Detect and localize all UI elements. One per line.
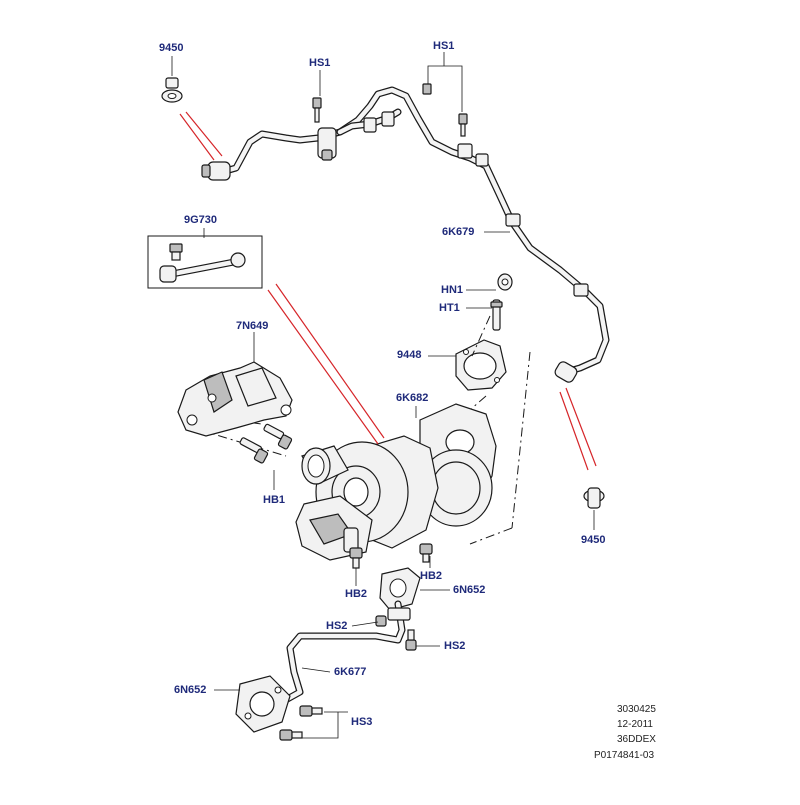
callout-9448: 9448 [397, 349, 422, 361]
callout-hb1: HB1 [263, 494, 286, 506]
callout-9g730: 9G730 [184, 214, 218, 226]
info-code: 3030425 [617, 704, 656, 715]
gasket-9450-bottom [583, 487, 605, 509]
gasket-9448 [455, 339, 507, 391]
alignment-lines [469, 315, 531, 545]
pipe-support-clips [363, 111, 589, 297]
callout-hs3: HS3 [351, 716, 373, 728]
gasket-9450-top [161, 77, 183, 103]
gasket-6n652-upper [379, 567, 421, 611]
callout-hs1-right: HS1 [433, 40, 455, 52]
callout-6n652-upper: 6N652 [453, 584, 486, 596]
callout-hs1-left: HS1 [309, 57, 331, 69]
hs2-clips [375, 615, 417, 651]
callout-6k682: 6K682 [396, 392, 429, 404]
info-illustration-id: P0174841-03 [594, 750, 655, 761]
bracket-7n649 [177, 361, 293, 437]
callout-hb2-left: HB2 [345, 588, 368, 600]
callout-ht1: HT1 [439, 302, 460, 314]
oil-feed-pipe [218, 86, 610, 376]
callout-leaders [171, 52, 595, 739]
hs3-bolts [279, 705, 323, 741]
callout-hn1: HN1 [441, 284, 464, 296]
callout-hb2-right: HB2 [420, 570, 443, 582]
nut-hn1 [497, 273, 513, 291]
info-date: 12-2011 [617, 719, 653, 730]
callout-7n649: 7N649 [236, 320, 269, 332]
red-reference-lines [179, 111, 597, 471]
pipe-end-fitting-right [554, 361, 578, 383]
gasket-6n652-lower [235, 675, 291, 733]
pipe-banjo-fitting [317, 127, 337, 161]
hs1-bolts [312, 83, 468, 137]
pipe-end-fitting-left [201, 161, 231, 181]
stud-ht1 [490, 299, 503, 331]
callout-hs2-right: HS2 [444, 640, 466, 652]
callout-6k679: 6K679 [442, 226, 475, 238]
callout-hs2-left: HS2 [326, 620, 348, 632]
info-engine: 36DDEX [617, 734, 656, 745]
callout-9450-top: 9450 [159, 42, 184, 54]
callout-6k677: 6K677 [334, 666, 367, 678]
callout-9450-bottom: 9450 [581, 534, 606, 546]
kit-9g730-box [147, 235, 263, 289]
hb1-bolts [239, 423, 293, 464]
callout-6n652-lower: 6N652 [174, 684, 207, 696]
turbocharger-6k682 [295, 403, 497, 561]
oil-drain-pipe [278, 600, 411, 706]
